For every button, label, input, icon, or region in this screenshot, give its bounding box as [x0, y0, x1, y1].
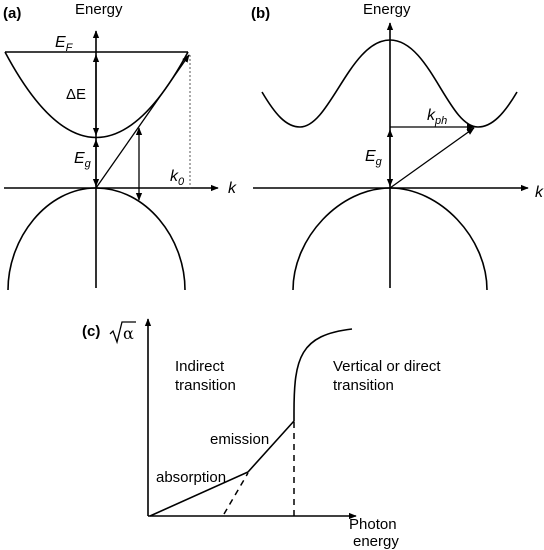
panel-b: (b) Energy k Eg kph — [251, 1, 544, 291]
panel-a-k0-label: k0 — [170, 168, 185, 188]
panel-a-delta-e-label: ΔE — [66, 86, 86, 103]
panel-b-transition-arrow — [389, 127, 475, 189]
panel-c-emission-extrapolation — [223, 472, 249, 515]
panel-c-direct-label: Vertical or direct transition — [333, 358, 445, 394]
panel-c-label: (c) — [82, 323, 100, 340]
panel-a-label: (a) — [3, 5, 21, 22]
panel-a-gap-label: Eg — [74, 150, 92, 170]
panel-b-phonon-label: kph — [427, 107, 447, 127]
panel-a-fermi-label: EF — [55, 34, 74, 54]
panel-b-label: (b) — [251, 5, 270, 22]
panel-a-transition-arrow — [95, 54, 190, 189]
panel-b-conduction-band — [261, 39, 518, 128]
panel-a-k-label: k — [228, 180, 237, 197]
panel-c-y-symbol: α — [123, 324, 134, 343]
panel-c: (c) α Indirect transition Vertical or di… — [82, 318, 445, 550]
panel-b-k-label: k — [535, 184, 544, 201]
panel-b-gap-label: Eg — [365, 148, 383, 168]
panel-c-absorption-label: absorption — [156, 469, 226, 486]
panel-b-energy-axis-title: Energy — [363, 1, 411, 18]
panel-a: (a) Energy k EF ΔE Eg k0 — [3, 1, 237, 291]
panel-c-absorption-curve — [149, 328, 353, 517]
panel-c-emission-label: emission — [210, 431, 269, 448]
panel-c-sqrt-sign — [109, 321, 136, 345]
panel-a-energy-axis-title: Energy — [75, 1, 123, 18]
panel-c-x-axis-title: Photon energy — [349, 516, 401, 550]
panel-c-indirect-label: Indirect transition — [175, 358, 236, 394]
